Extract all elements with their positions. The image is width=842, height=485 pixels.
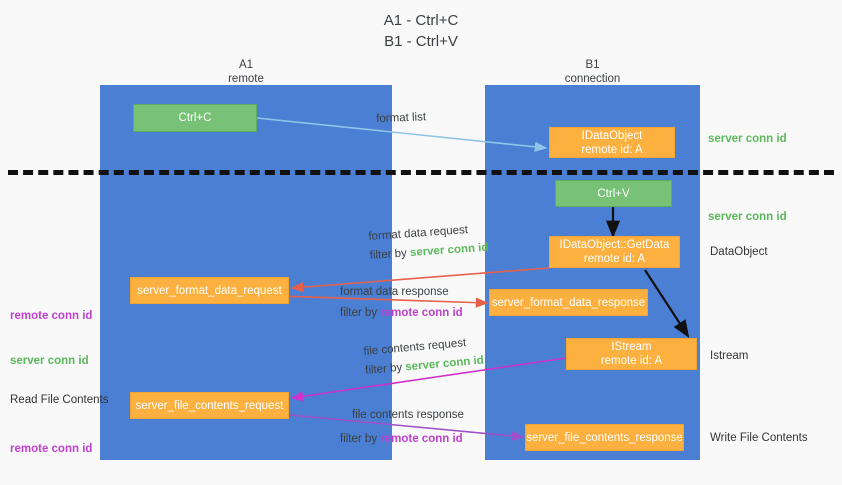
annotation-remote-conn-id-1: remote conn id [10,310,93,322]
node-getdata-line1: IDataObject::GetData [559,239,670,251]
server-conn-id-text-1: server conn id [409,241,489,260]
filter-by-text-4: filter by [340,433,381,445]
node-idataobject-line1: IDataObject [581,129,643,142]
node-file-resp-label: server_file_contents_response [526,431,683,444]
page-title: A1 - Ctrl+C B1 - Ctrl+V [383,12,459,50]
node-fmt-req-label: server_format_data_request [137,284,282,297]
filter-by-text-3: filter by [364,361,406,377]
node-file-req-label: server_file_contents_request [135,399,284,412]
edge-label-format-list: format list [376,111,427,125]
column-header-a1: A1 remote [228,59,264,85]
edge-label-format-data-request-group: format data request filter by server con… [368,222,489,263]
remote-conn-id-text-2: remote conn id [380,433,463,445]
node-ctrl-v[interactable]: Ctrl+V [555,180,672,207]
node-istream-line1: IStream [611,341,652,353]
annotation-left-conn-ids-1: remote conn id server conn id [10,279,92,399]
node-server-file-contents-response[interactable]: server_file_contents_response [525,424,684,451]
node-idataobject-getdata[interactable]: IDataObject::GetData remote id: A [549,236,680,268]
edge-label-file-contents-response-group: file contents response filter by remote … [340,408,464,446]
edge-label-format-data-response-filter: filter by remote conn id [340,306,463,320]
edge-label-format-data-response: format data response [340,286,449,298]
node-istream-line2: remote id: A [600,355,663,367]
edge-label-file-contents-response: file contents response [352,409,464,421]
node-server-file-contents-request[interactable]: server_file_contents_request [130,392,289,419]
edge-label-file-contents-response-filter: filter by remote conn id [340,432,464,446]
node-server-format-data-request[interactable]: server_format_data_request [130,277,289,304]
node-fmt-resp-label: server_format_data_response [491,296,646,309]
node-istream[interactable]: IStream remote id: A [566,338,697,370]
annotation-istream: Istream [710,350,749,362]
edge-label-format-data-response-group: format data response filter by remote co… [340,285,463,320]
annotation-read-file-contents: Read File Contents [10,394,109,406]
remote-conn-id-text-1: remote conn id [380,307,463,319]
annotation-remote-conn-id-2: remote conn id [10,443,93,455]
node-idataobject-line2: remote id: A [581,143,643,156]
edge-label-format-data-request-filter: filter by server conn id [369,241,489,263]
node-ctrl-c[interactable]: Ctrl+C [133,104,257,132]
annotation-write-file-contents: Write File Contents [710,432,808,444]
annotation-left-conn-ids-2: remote conn id server conn id [10,412,92,485]
node-ctrl-v-label: Ctrl+V [597,187,630,200]
server-conn-id-text-2: server conn id [404,354,485,374]
filter-by-text-2: filter by [340,307,381,319]
node-getdata-line2: remote id: A [583,253,646,265]
node-server-format-data-response[interactable]: server_format_data_response [489,289,648,316]
annotation-server-conn-id-2: server conn id [708,211,787,223]
annotation-dataobject: DataObject [710,246,768,258]
column-header-b1: B1 connection [564,59,621,85]
annotation-server-conn-id-3: server conn id [10,355,89,367]
node-ctrl-c-label: Ctrl+C [178,112,212,124]
phase-divider [8,170,834,175]
annotation-server-conn-id-1: server conn id [708,133,787,145]
filter-by-text-1: filter by [369,247,411,262]
node-idataobject[interactable]: IDataObject remote id: A [549,127,675,158]
